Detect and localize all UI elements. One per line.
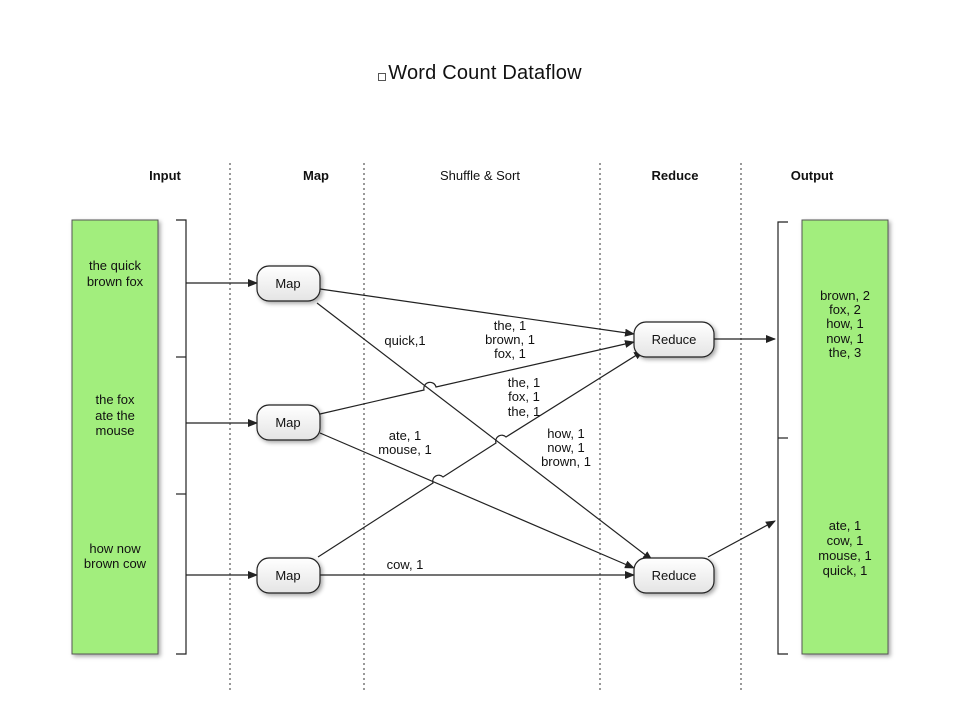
output-1-line-4: now, 1 — [826, 331, 864, 346]
slide-title-text: Word Count Dataflow — [388, 62, 582, 84]
input-chunk-2-line-2: ate the — [95, 408, 135, 423]
map-node-label: Map — [275, 415, 300, 430]
input-chunk-1-line-1: the quick — [89, 258, 142, 273]
kv-label: the, 1 — [494, 318, 527, 333]
reduce-node-1: Reduce — [633, 321, 715, 358]
kv-label: how, 1 — [547, 426, 585, 441]
output-box — [801, 219, 889, 655]
input-chunk-2-line-1: the fox — [95, 392, 135, 407]
output-1-line-1: brown, 2 — [820, 288, 870, 303]
input-chunk-3-line-2: brown cow — [84, 556, 147, 571]
slide-title: Word Count Dataflow — [0, 62, 960, 85]
column-header-shuffle: Shuffle & Sort — [440, 168, 520, 183]
input-chunk-1-line-2: brown fox — [87, 274, 144, 289]
input-chunk-3-line-1: how now — [89, 541, 141, 556]
kv-label: fox, 1 — [508, 389, 540, 404]
arrow-map2-reduce1 — [319, 340, 635, 415]
map-node-label: Map — [275, 568, 300, 583]
column-header-output: Output — [791, 168, 834, 183]
arrow-map1-reduce1 — [319, 288, 635, 337]
kv-label: ate, 1 — [389, 428, 422, 443]
bullet-icon — [378, 73, 387, 81]
column-header-input: Input — [149, 168, 181, 183]
column-header-reduce: Reduce — [652, 168, 699, 183]
output-1-line-3: how, 1 — [826, 316, 864, 331]
output-1-line-5: the, 3 — [829, 345, 862, 360]
arrow-map1-reduce2 — [316, 302, 653, 561]
input-bracket — [176, 219, 187, 655]
map-node-label: Map — [275, 276, 300, 291]
kv-label: the, 1 — [508, 404, 541, 419]
kv-label: cow, 1 — [387, 557, 424, 572]
reduce-node-label: Reduce — [652, 568, 697, 583]
input-chunk-2-line-3: mouse — [95, 423, 134, 438]
kv-label: fox, 1 — [494, 346, 526, 361]
map-node-1: Map — [256, 265, 321, 302]
arrow-map2-reduce2 — [319, 432, 635, 569]
kv-label: brown, 1 — [485, 332, 535, 347]
output-2-line-1: ate, 1 — [829, 518, 862, 533]
kv-label: mouse, 1 — [378, 442, 431, 457]
arrow-map3-reduce1 — [317, 350, 644, 558]
kv-label: now, 1 — [547, 440, 585, 455]
kv-label: the, 1 — [508, 375, 541, 390]
input-box — [71, 219, 159, 655]
kv-label: brown, 1 — [541, 454, 591, 469]
output-2-line-4: quick, 1 — [823, 563, 868, 578]
map-node-2: Map — [256, 404, 321, 441]
arrow-reduce2-output — [707, 520, 776, 558]
reduce-node-label: Reduce — [652, 332, 697, 347]
column-header-map: Map — [303, 168, 329, 183]
reduce-node-2: Reduce — [633, 557, 715, 594]
output-1-line-2: fox, 2 — [829, 302, 861, 317]
output-2-line-3: mouse, 1 — [818, 548, 871, 563]
map-node-3: Map — [256, 557, 321, 594]
kv-label-map1-top: quick,1 — [384, 333, 425, 348]
output-2-line-2: cow, 1 — [827, 533, 864, 548]
